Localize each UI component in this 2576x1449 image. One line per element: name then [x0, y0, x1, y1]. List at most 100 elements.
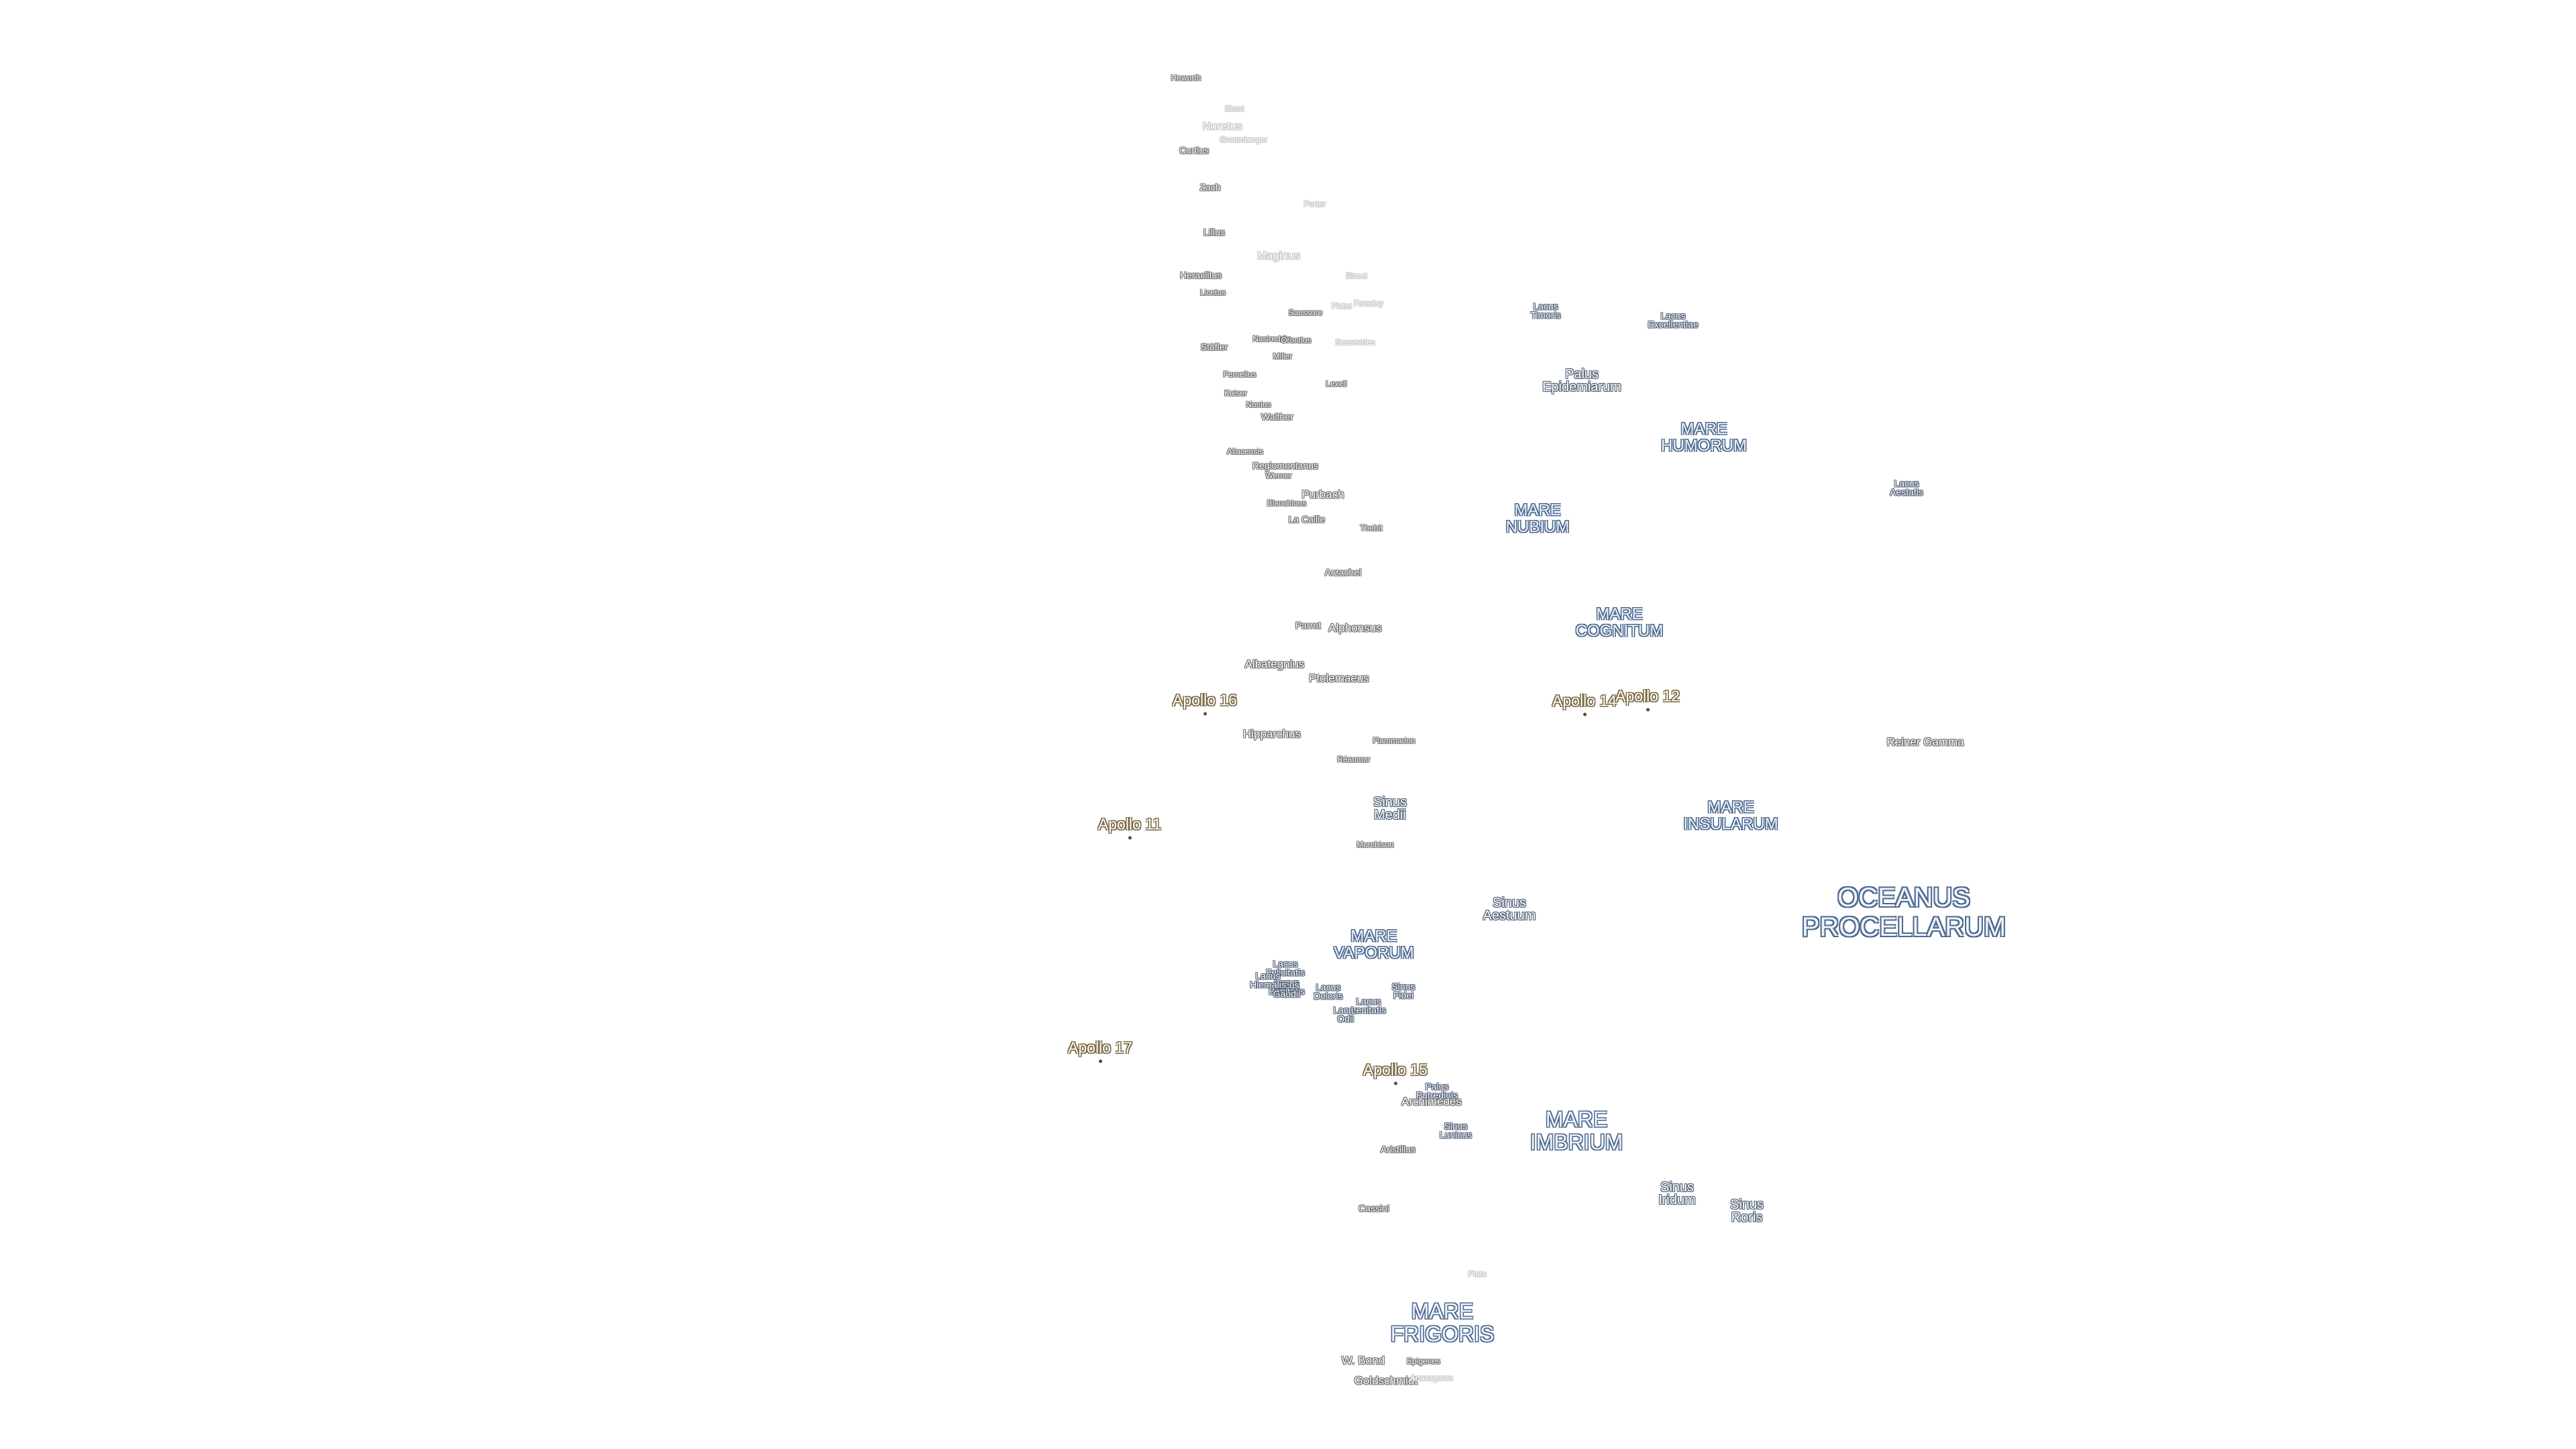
crater-label-fernelius[interactable]: Fernelius: [1223, 370, 1256, 379]
crater-label-werner[interactable]: Werner: [1265, 471, 1292, 480]
crater-label-maginus[interactable]: Maginus: [1256, 249, 1301, 262]
mare-label-name-line: COGNITUM: [1575, 622, 1664, 640]
crater-label-nasireddin[interactable]: Nasireddin: [1252, 334, 1291, 343]
crater-label-archimedes[interactable]: Archimedes: [1401, 1095, 1462, 1108]
feature-label-name-line: Timoris: [1530, 310, 1561, 321]
crater-label-nonius[interactable]: Nonius: [1246, 400, 1271, 409]
crater-label-saussure[interactable]: Saussure: [1288, 308, 1323, 317]
feature-label-name-line: Sinus: [1444, 1120, 1468, 1132]
crater-label-heraclitus[interactable]: Heraclitus: [1179, 270, 1222, 280]
apollo-landing-apollo-17[interactable]: Apollo 17: [1068, 1040, 1132, 1063]
mare-label-name-line: VAPORUM: [1334, 944, 1414, 962]
mare-label-name-line: IMBRIUM: [1529, 1130, 1623, 1154]
crater-label-lilius[interactable]: Lilius: [1203, 227, 1225, 237]
apollo-landing-apollo-16[interactable]: Apollo 16: [1173, 692, 1237, 716]
crater-label-albategnius[interactable]: Albategnius: [1244, 657, 1305, 671]
crater-label-ptolemaeus[interactable]: Ptolemaeus: [1309, 672, 1369, 685]
apollo-landing-apollo-15[interactable]: Apollo 15: [1363, 1062, 1428, 1085]
crater-label-reiner-gamma[interactable]: Reiner Gamma: [1886, 735, 1964, 749]
crater-label-regiomontanus[interactable]: Regiomontanus: [1252, 460, 1319, 471]
crater-label-kaiser[interactable]: Kaiser: [1224, 388, 1248, 398]
crater-label-cassini[interactable]: Cassini: [1358, 1203, 1389, 1214]
landing-site-marker: [1203, 712, 1207, 716]
crater-label-plato[interactable]: Plato: [1468, 1269, 1487, 1279]
crater-label-goldschmidt[interactable]: Goldschmidt: [1354, 1374, 1418, 1387]
feature-label-name-line: Aestatis: [1890, 487, 1923, 498]
crater-label-gruemberger[interactable]: Gruemberger: [1220, 135, 1268, 144]
feature-label-name-line: Lacus: [1255, 970, 1281, 981]
apollo-landing-apollo-14[interactable]: Apollo 14: [1552, 693, 1617, 716]
mare-label-name-line: INSULARUM: [1683, 815, 1778, 833]
feature-label-name-line: Putredinis: [1415, 1090, 1458, 1101]
crater-label-short[interactable]: Short: [1224, 104, 1244, 113]
crater-label-orontius[interactable]: Orontius: [1281, 335, 1311, 345]
crater-label-heworth[interactable]: Heworth: [1171, 73, 1201, 83]
crater-label-aliacensis[interactable]: Aliacensis: [1226, 447, 1264, 456]
crater-label-parrot[interactable]: Parrot: [1295, 620, 1322, 631]
crater-label-faraday[interactable]: Faraday: [1353, 299, 1384, 308]
crater-label-anaxagoras[interactable]: Anaxagoras: [1409, 1373, 1454, 1383]
apollo-landing-apollo-12[interactable]: Apollo 12: [1615, 688, 1680, 712]
crater-label-alphonsus[interactable]: Alphonsus: [1328, 621, 1382, 635]
crater-label-epigenes[interactable]: Epigenes: [1406, 1356, 1441, 1366]
crater-label-blanchinus[interactable]: Blanchinus: [1267, 498, 1307, 508]
feature-label-name-line: Sinus: [1373, 795, 1407, 810]
crater-label-miller[interactable]: Miller: [1273, 352, 1293, 361]
crater-label-porter[interactable]: Porter: [1303, 199, 1326, 209]
crater-label-murchison[interactable]: Murchison: [1356, 840, 1394, 849]
landing-site-marker: [1098, 1059, 1102, 1063]
crater-label-flammarion[interactable]: Flammarion: [1373, 736, 1415, 745]
mare-label-name-line: MARE: [1411, 1299, 1474, 1324]
crater-label-curtius[interactable]: Curtius: [1179, 145, 1210, 156]
crater-label-thebit[interactable]: Thebit: [1360, 523, 1383, 533]
feature-label-name-line: Sinus: [1492, 896, 1527, 910]
crater-label-r-aumur[interactable]: Réaumur: [1337, 755, 1371, 764]
feature-label-name-line: Bonitatis: [1269, 986, 1305, 997]
crater-label-sasserides[interactable]: Sasserides: [1335, 337, 1375, 347]
crater-label-pictet[interactable]: Pictet: [1331, 301, 1352, 311]
feature-label-name-line: Roris: [1731, 1210, 1763, 1225]
crater-label-hipparchus[interactable]: Hipparchus: [1243, 727, 1301, 741]
crater-label-st-fler[interactable]: Stöfler: [1200, 341, 1228, 352]
crater-label-walther[interactable]: Walther: [1261, 411, 1293, 422]
crater-label-street[interactable]: Street: [1345, 271, 1368, 280]
crater-label-zach[interactable]: Zach: [1199, 182, 1221, 193]
feature-label-name-line: Doloris: [1313, 991, 1343, 1002]
crater-label-noretus[interactable]: Noretus: [1202, 119, 1242, 133]
crater-label-licetus[interactable]: Licetus: [1199, 288, 1226, 297]
crater-label-purbach[interactable]: Purbach: [1301, 488, 1344, 501]
crater-label-la-caille[interactable]: La Caille: [1288, 514, 1326, 525]
crater-label-arzachel[interactable]: Arzachel: [1324, 567, 1362, 578]
crater-label-lexell[interactable]: Lexell: [1326, 379, 1347, 388]
crater-label-aristillus[interactable]: Aristillus: [1380, 1144, 1416, 1155]
crater-label-w-bond[interactable]: W. Bond: [1341, 1354, 1385, 1367]
apollo-landing-apollo-11[interactable]: Apollo 11: [1098, 816, 1161, 840]
